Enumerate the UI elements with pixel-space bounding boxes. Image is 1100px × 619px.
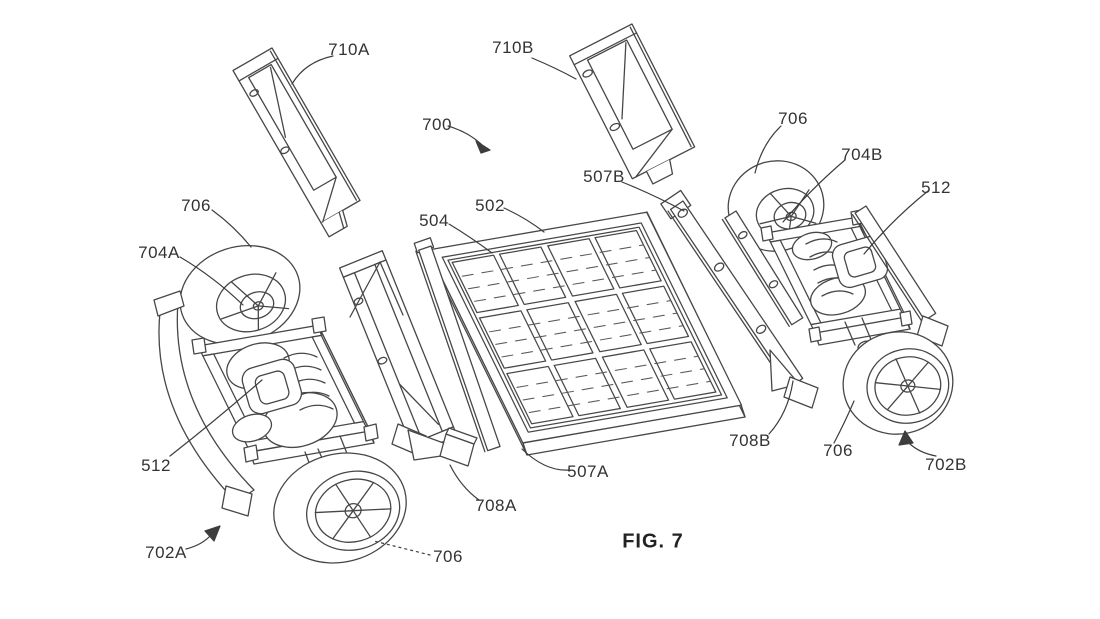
- frame-rail: [851, 205, 937, 323]
- leader-704b: [782, 159, 846, 223]
- leader-706-bottom-left: [373, 540, 431, 556]
- leader-708a: [449, 464, 480, 501]
- pack-frame-504: [441, 222, 728, 433]
- rear-axle-assembly: [660, 160, 954, 435]
- ref-label-710b-1: 710B: [492, 38, 534, 57]
- arrowhead-700: [475, 140, 491, 154]
- curved-side-rail: [153, 290, 255, 517]
- wheel-front-bottom: [273, 452, 407, 564]
- leader-504: [448, 223, 493, 254]
- ref-label-507b-5: 507B: [583, 167, 625, 186]
- leader-700: [447, 125, 482, 145]
- ref-label-702b-18: 702B: [925, 455, 967, 474]
- ref-label-512-8: 512: [921, 178, 951, 197]
- part-710a-bracket: [232, 47, 361, 238]
- ref-label-706-17: 706: [823, 441, 853, 460]
- figure-caption: FIG. 7: [622, 530, 684, 553]
- leader-710b: [531, 57, 577, 80]
- ref-label-708a-14: 708A: [475, 496, 517, 515]
- part-507b-rail: [660, 189, 804, 390]
- ref-label-512-11: 512: [141, 456, 171, 475]
- leader-lines: [169, 55, 937, 556]
- leader-704a: [179, 256, 244, 306]
- ref-label-704b-7: 704B: [841, 145, 883, 164]
- ref-label-504-3: 504: [419, 211, 449, 230]
- leader-708b: [768, 380, 794, 435]
- leader-507a: [521, 448, 571, 471]
- ref-label-702a-12: 702A: [145, 543, 187, 562]
- ref-label-700-2: 700: [422, 115, 452, 134]
- frame-rail: [721, 210, 804, 327]
- arrowhead-702b: [898, 430, 914, 446]
- leader-512-right: [863, 190, 929, 255]
- leader-502: [503, 207, 545, 233]
- wheel-rear-bottom: [842, 331, 954, 435]
- leader-710a: [291, 55, 334, 85]
- arrowhead-702a: [204, 525, 221, 542]
- ref-label-704a-10: 704A: [138, 243, 180, 262]
- wheel-front-top: [179, 244, 301, 346]
- leader-702b: [909, 443, 937, 457]
- part-710b-bracket: [568, 23, 696, 185]
- leader-507b: [621, 181, 685, 212]
- ref-label-507a-15: 507A: [567, 462, 609, 481]
- leader-706-bottom-right: [833, 400, 855, 444]
- ref-label-706-6: 706: [778, 109, 808, 128]
- ref-label-706-9: 706: [181, 196, 211, 215]
- drive-unit-rear: [831, 235, 889, 289]
- leader-512-left: [169, 379, 263, 457]
- leader-706-top-right: [754, 125, 782, 174]
- ref-label-706-13: 706: [433, 547, 463, 566]
- ref-label-502-4: 502: [475, 196, 505, 215]
- front-axle-assembly: [153, 244, 407, 564]
- ref-label-708b-16: 708B: [729, 431, 771, 450]
- part-507a-rail: [413, 237, 501, 453]
- battery-modules: [451, 229, 717, 425]
- ref-label-710a-0: 710A: [328, 40, 370, 59]
- leader-706-top-left: [211, 209, 252, 248]
- battery-pack: [427, 211, 746, 456]
